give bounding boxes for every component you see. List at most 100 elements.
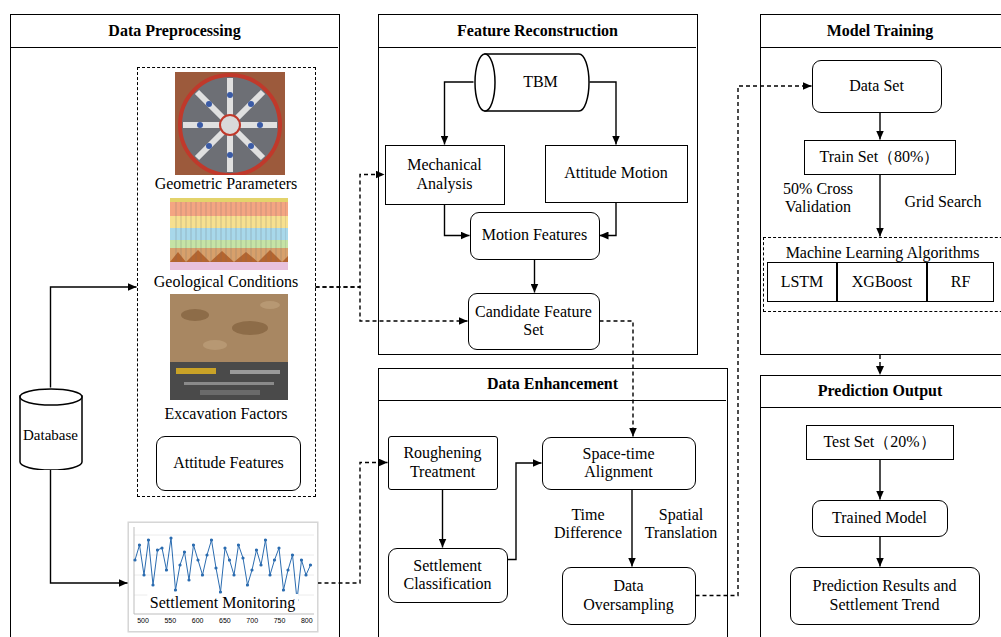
process-box: Data Set [812, 60, 942, 113]
image-caption: Settlement Monitoring [147, 594, 298, 612]
process-box: Candidate Feature Set [468, 293, 600, 350]
excavation-photo-part [203, 340, 227, 350]
panel-heading: Feature Reconstruction [379, 15, 696, 48]
database-cylinder: Database [19, 388, 83, 470]
box-label: Trained Model [819, 509, 941, 527]
flow-arrow [879, 175, 880, 237]
section-panel: Data EnhancementRoughening TreatmentSett… [378, 368, 728, 637]
process-box: XGBoost [837, 262, 927, 302]
box-label: Prediction Results and Settlement Trend [797, 577, 973, 614]
annotation-label: Time Difference [552, 506, 624, 543]
box-label: Motion Features [477, 226, 593, 244]
process-box: RF [927, 262, 994, 302]
panel-heading: Data Preprocessing [11, 15, 338, 48]
settlement-chart-part [134, 535, 314, 536]
cutterhead-photo-part [248, 143, 254, 149]
annotation-label: 50% Cross Validation [776, 180, 860, 217]
flow-arrow [879, 355, 880, 375]
section-panel: Prediction OutputTest Set（20%） Trained Mo… [760, 375, 1001, 637]
cutterhead-photo-part [227, 152, 233, 158]
process-box: LSTM [767, 262, 837, 302]
group-box: Geometric ParametersGeological Condition… [137, 67, 316, 497]
flow-arrow [51, 470, 128, 584]
process-box: Space-time Alignment [542, 437, 696, 490]
cutterhead-photo-part [175, 72, 285, 178]
cylinder-end [475, 54, 495, 111]
axis-tick-label: 800 [297, 617, 317, 625]
axis-tick-label: 500 [133, 617, 153, 625]
section-panel: Feature ReconstructionTBM Mechanical Anal… [378, 14, 698, 355]
axis-tick-label: 750 [270, 617, 290, 625]
excavation-photo-part [184, 382, 274, 385]
geology-section [170, 198, 288, 270]
excavation-photo [170, 294, 288, 400]
box-label: Data Oversampling [569, 577, 689, 614]
cutterhead-photo-part [257, 122, 263, 128]
flow-arrow [442, 490, 443, 548]
settlement-chart-part [134, 614, 314, 615]
machine-cylinder: TBM [474, 53, 590, 112]
geology-section-part [170, 262, 288, 270]
process-box: Motion Features [470, 212, 600, 260]
cutterhead-photo-part [206, 101, 212, 107]
cutterhead-photo [175, 72, 285, 178]
excavation-photo-part [170, 294, 288, 400]
excavation-photo-part [230, 370, 280, 374]
process-box: Roughening Treatment [388, 436, 498, 490]
box-label: Data Set [819, 77, 935, 95]
chart-panel: Settlement Monitoring [128, 522, 318, 632]
flow-arrow [508, 463, 542, 560]
cylinder-body [20, 396, 82, 470]
box-label: Space-time Alignment [549, 445, 689, 482]
cutterhead-photo-part [227, 92, 233, 98]
panel-heading: Prediction Output [761, 376, 1001, 408]
cutterhead-photo-part [180, 75, 280, 175]
flow-arrow [316, 175, 385, 288]
panel-heading: Data Enhancement [379, 369, 726, 401]
settlement-chart [128, 522, 318, 632]
process-box: Settlement Classification [388, 548, 508, 603]
group-box: Machine Learning AlgorithmsLSTMXGBoostRF [763, 237, 1001, 312]
flow-arrow [600, 203, 617, 236]
section-panel: Data PreprocessingGeometric ParametersGe… [10, 14, 340, 637]
flow-arrow [51, 287, 137, 388]
excavation-photo-part [260, 301, 280, 309]
flow-arrow [590, 82, 617, 145]
cutterhead-photo-part [197, 122, 203, 128]
flow-arrow [318, 463, 388, 584]
cylinder-top [20, 389, 82, 405]
image-caption: Excavation Factors [161, 405, 290, 423]
box-label: Roughening Treatment [395, 444, 491, 481]
process-box: Attitude Features [156, 436, 301, 491]
geology-section-part [172, 202, 286, 262]
cutterhead-photo-part [248, 101, 254, 107]
flow-arrow [445, 205, 470, 236]
box-label: Attitude Motion [552, 164, 681, 182]
flow-arrow [879, 537, 880, 567]
excavation-photo-part [170, 362, 288, 400]
box-label: XGBoost [844, 273, 920, 291]
box-label: Candidate Feature Set [475, 303, 593, 340]
flow-arrow [879, 113, 880, 140]
connector-group [51, 82, 881, 596]
image-caption: Geological Conditions [151, 273, 301, 291]
excavation-photo-part [232, 321, 268, 335]
process-box: Test Set（20%） [806, 425, 954, 460]
box-label: Attitude Features [163, 454, 294, 472]
process-box: Prediction Results and Settlement Trend [790, 567, 980, 625]
settlement-chart-part [128, 522, 318, 632]
panel-heading: Model Training [761, 15, 1001, 48]
excavation-photo-part [200, 390, 260, 395]
process-box: Mechanical Analysis [385, 145, 505, 205]
box-label: Database [23, 427, 78, 444]
excavation-photo-part [176, 368, 216, 374]
box-label: Test Set（20%） [813, 433, 947, 451]
flow-arrow [534, 260, 535, 293]
process-box: Trained Model [812, 500, 948, 537]
process-box: Data Oversampling [562, 567, 696, 625]
settlement-chart-part [134, 527, 135, 614]
flow-arrow [631, 490, 632, 567]
axis-tick-label: 650 [215, 617, 235, 625]
